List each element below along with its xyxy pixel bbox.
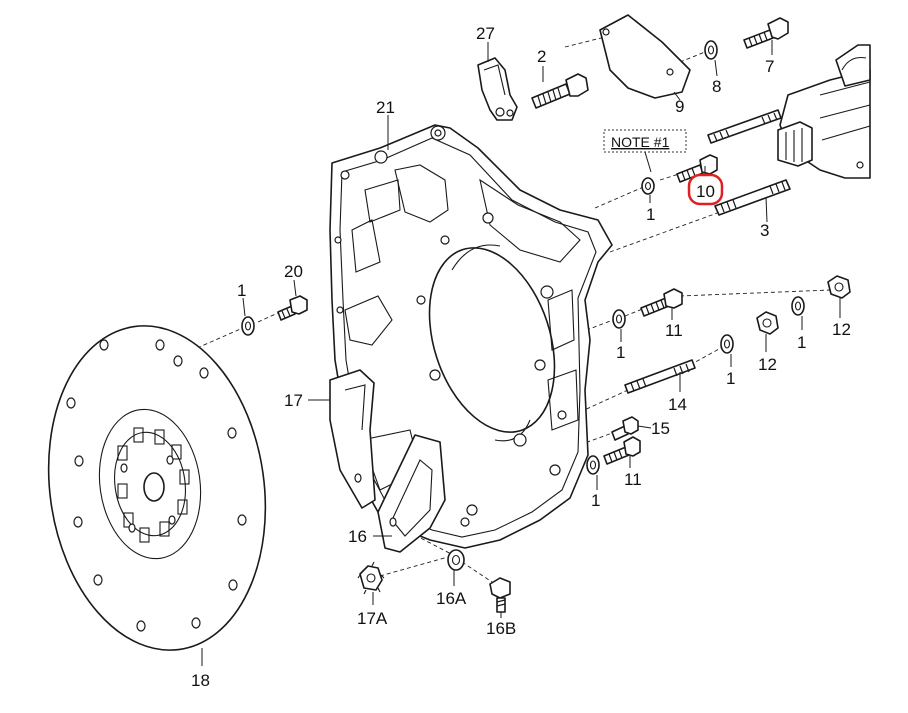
callout-16: 16 bbox=[348, 527, 367, 546]
callout-20: 20 bbox=[284, 262, 303, 281]
bolt-part-10 bbox=[676, 154, 718, 183]
callout-11-b: 11 bbox=[624, 470, 642, 489]
dust-shield-part-17 bbox=[308, 369, 376, 509]
callout-3: 3 bbox=[760, 221, 769, 240]
bolt-part-7 bbox=[743, 17, 789, 55]
washer-part-1-d bbox=[586, 455, 600, 490]
bolt-part-11-a bbox=[640, 288, 683, 320]
dust-shield-part-16 bbox=[373, 434, 446, 553]
callout-1-c: 1 bbox=[726, 369, 735, 388]
callout-16a: 16A bbox=[436, 589, 467, 608]
starter-motor bbox=[777, 44, 871, 179]
callout-labels: 27 2 9 8 7 21 10 1 3 20 1 11 1 12 1 12 1… bbox=[191, 24, 851, 690]
washer-part-1-flange bbox=[241, 297, 255, 336]
nut-part-12-b bbox=[756, 311, 779, 352]
flex-plate-part-18 bbox=[47, 325, 267, 666]
bolt-part-11-b bbox=[603, 436, 641, 468]
washer-part-8 bbox=[704, 40, 718, 77]
callout-17a: 17A bbox=[357, 609, 388, 628]
bolt-part-15 bbox=[611, 416, 652, 441]
note-1-box: NOTE #1 bbox=[603, 129, 687, 173]
callout-11-a: 11 bbox=[665, 321, 683, 340]
callout-12-a: 12 bbox=[832, 320, 851, 339]
callout-16b: 16B bbox=[486, 619, 516, 638]
stud-upper bbox=[707, 109, 782, 144]
washer-part-1-top bbox=[641, 177, 655, 203]
callout-1-d: 1 bbox=[591, 491, 600, 510]
bolt-part-20 bbox=[277, 279, 308, 321]
highlight-ring bbox=[687, 173, 724, 206]
washer-part-1-b bbox=[720, 334, 734, 367]
cover-plate-part-9 bbox=[599, 14, 691, 101]
callout-18: 18 bbox=[191, 671, 210, 690]
callout-27: 27 bbox=[476, 24, 495, 43]
callout-21: 21 bbox=[376, 98, 395, 117]
stud-part-3 bbox=[714, 179, 791, 223]
nut-part-17a bbox=[357, 561, 385, 605]
note-1-label: NOTE #1 bbox=[611, 134, 670, 150]
washer-part-1-c bbox=[791, 296, 805, 330]
callout-1-flange: 1 bbox=[237, 281, 246, 300]
bolt-part-2 bbox=[531, 66, 589, 109]
stud-part-14 bbox=[624, 359, 696, 394]
callout-17: 17 bbox=[284, 391, 303, 410]
callout-1-a: 1 bbox=[616, 343, 625, 362]
callout-1-b: 1 bbox=[797, 333, 806, 352]
washer-part-16a bbox=[447, 549, 465, 586]
callout-15: 15 bbox=[651, 419, 670, 438]
callout-2: 2 bbox=[537, 47, 546, 66]
bracket-part-27 bbox=[477, 42, 518, 121]
callout-10: 10 bbox=[696, 182, 715, 201]
bolt-part-16b bbox=[489, 577, 511, 618]
nut-part-12-a bbox=[827, 275, 851, 318]
callout-7: 7 bbox=[765, 57, 774, 76]
callout-9: 9 bbox=[675, 97, 684, 116]
callout-1-top: 1 bbox=[646, 205, 655, 224]
callout-8: 8 bbox=[712, 77, 721, 96]
bellhousing-part-21 bbox=[329, 115, 613, 549]
washer-part-1-a bbox=[612, 309, 626, 342]
callout-12-b: 12 bbox=[758, 355, 777, 374]
callout-14: 14 bbox=[668, 395, 687, 414]
